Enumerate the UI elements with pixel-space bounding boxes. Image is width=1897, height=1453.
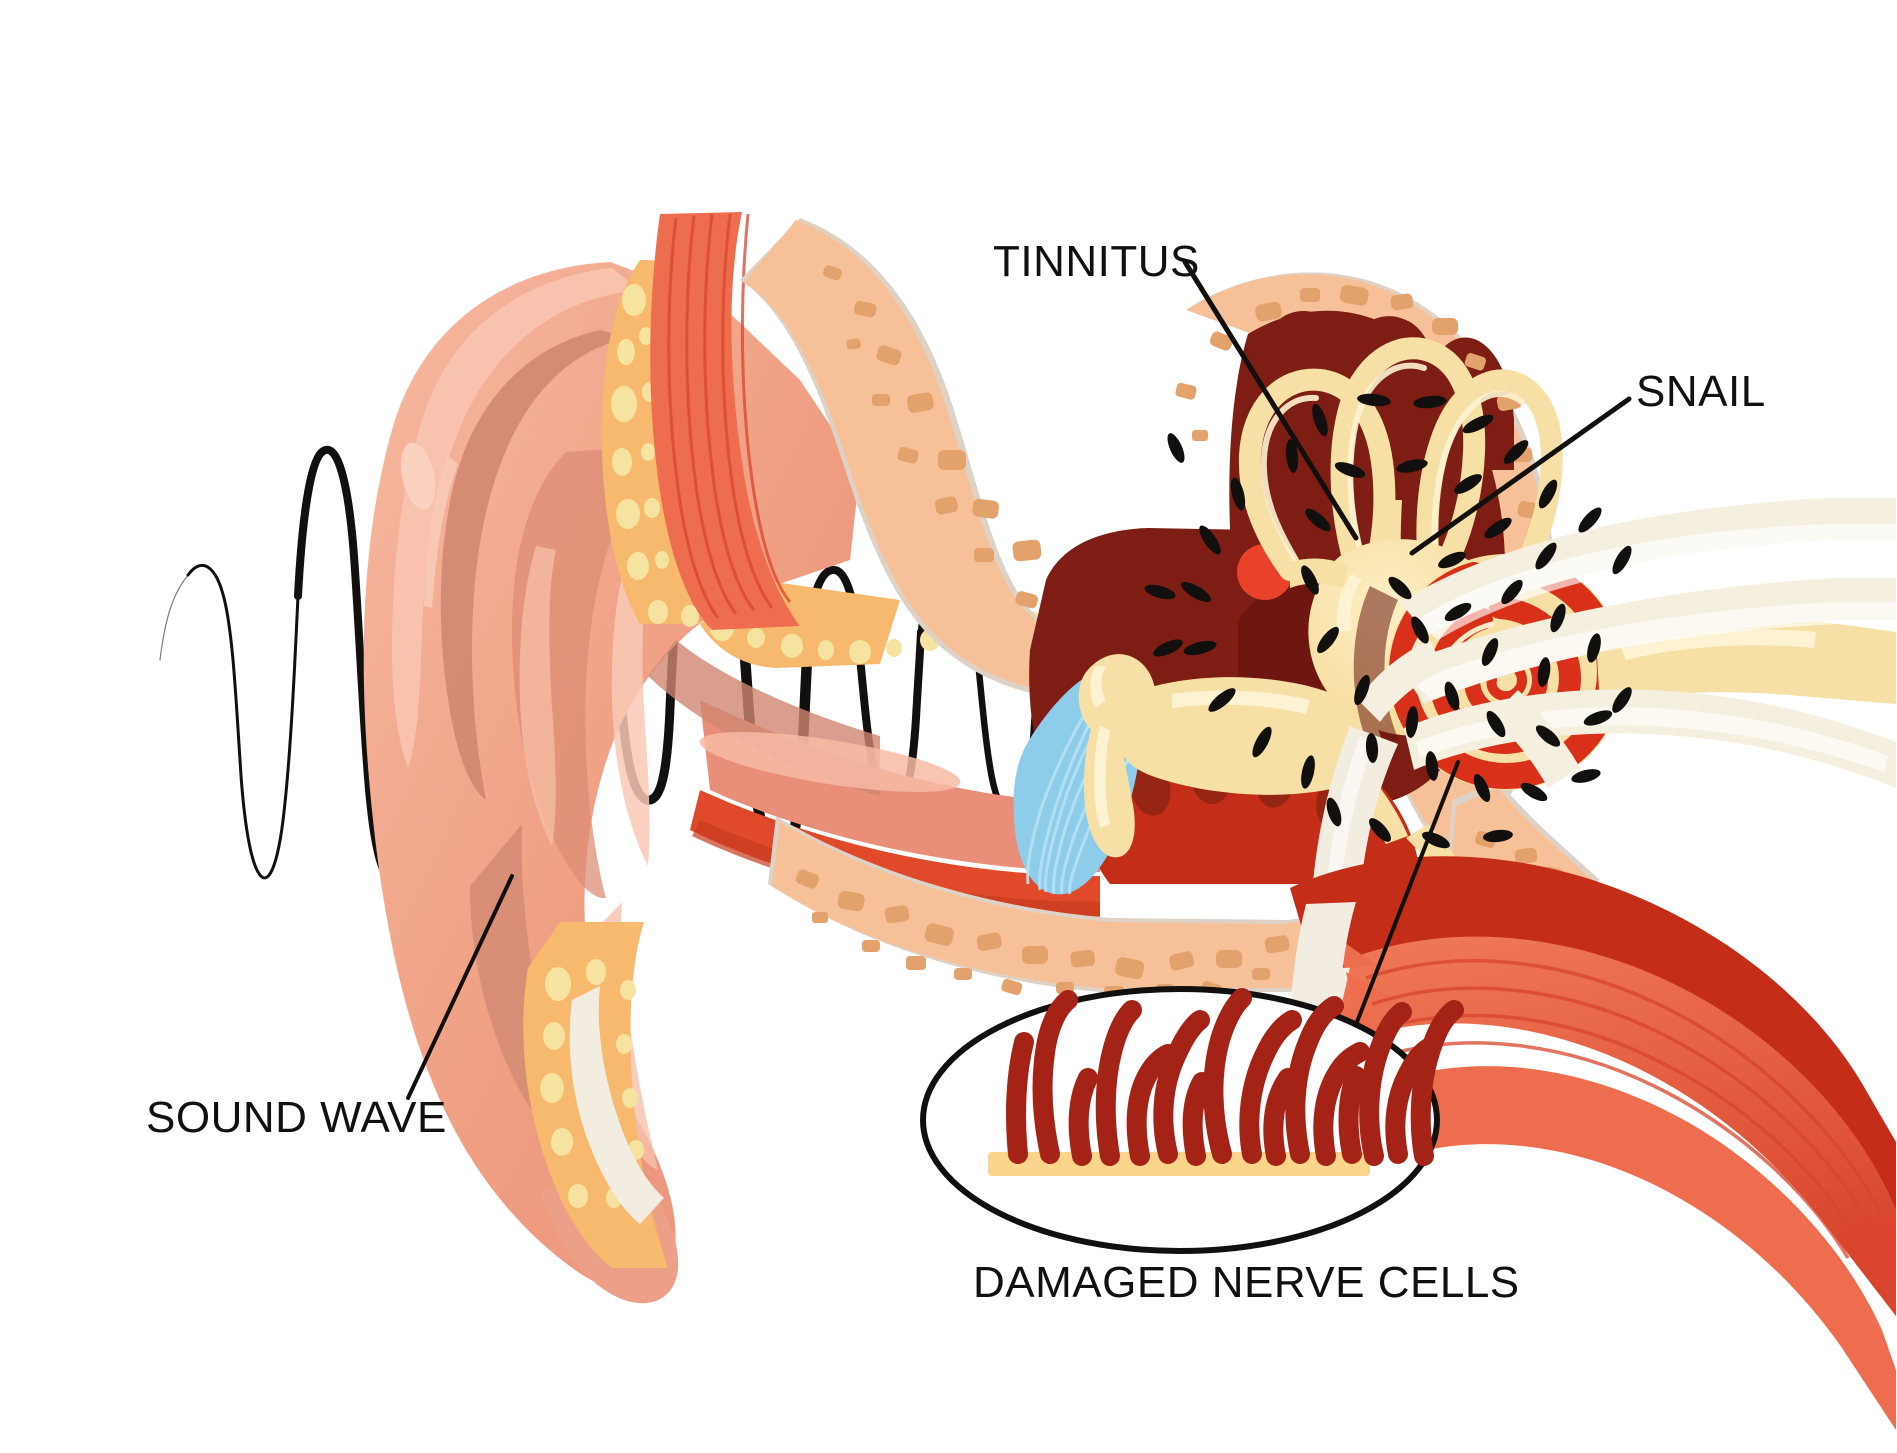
snail-leader	[1409, 396, 1632, 556]
tinnitus-leader	[1182, 259, 1359, 541]
label-damaged-nerve-cells: DAMAGED NERVE CELLS	[973, 1258, 1520, 1307]
nerve-cells-leader	[1355, 760, 1460, 1024]
sound-wave-leader	[406, 874, 514, 1100]
label-sound-wave: SOUND WAVE	[146, 1093, 447, 1142]
damaged-nerve-cells-inset	[920, 986, 1464, 1254]
label-tinnitus: TINNITUS	[993, 237, 1200, 286]
hair-cell-group	[1006, 988, 1464, 1166]
ear-canal	[648, 640, 1100, 920]
tinnitus-noise-marks	[1144, 393, 1632, 849]
leader-lines	[406, 259, 1632, 1100]
label-snail: SNAIL	[1636, 367, 1766, 416]
